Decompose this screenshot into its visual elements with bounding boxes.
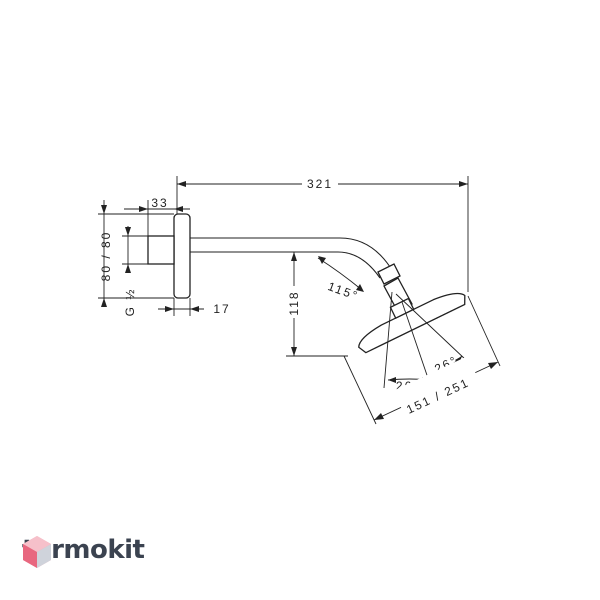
- brand-logo: termokit: [22, 535, 145, 568]
- arrow-head-left: [374, 413, 384, 420]
- wall-connector: [147, 235, 175, 265]
- dim-label-33: 33: [151, 196, 168, 210]
- arrow-head-right: [488, 362, 498, 369]
- gem-icon: [23, 536, 51, 568]
- arrow-118-top: [291, 252, 297, 261]
- arrow-26-right: [455, 356, 462, 364]
- arrow-33-right: [174, 206, 183, 212]
- arrow-80-bottom: [101, 298, 107, 307]
- arrow-321-left: [177, 181, 186, 187]
- arrow-thread-top: [125, 227, 131, 236]
- shower-head: [358, 292, 466, 354]
- label-bg-118: [286, 286, 302, 318]
- arrow-80-top: [101, 205, 107, 214]
- label-bg-321: [302, 176, 338, 192]
- arrow-115-start: [318, 256, 326, 264]
- shower-head-body: [358, 292, 466, 354]
- angle-line-center: [401, 301, 431, 385]
- label-bg-151-251: [393, 356, 477, 409]
- dim-label-80-80: 80 / 80: [99, 231, 113, 282]
- dim-label-17: 17: [213, 302, 230, 316]
- angle-line-26-left: [383, 291, 393, 389]
- arrow-33-left: [139, 206, 148, 212]
- ext-line-head-right: [467, 295, 501, 367]
- dim-label-321: 321: [307, 177, 333, 191]
- dim-label-115: 115°: [326, 279, 361, 303]
- arrow-17-left: [165, 306, 174, 312]
- wall-rosette: [173, 213, 191, 299]
- arrow-17-right: [190, 306, 199, 312]
- arrow-thread-bottom: [125, 264, 131, 273]
- head-neck: [389, 297, 415, 319]
- dim-label-118: 118: [287, 290, 301, 315]
- arrow-118-bottom: [291, 347, 297, 356]
- spray-face: [371, 306, 460, 351]
- arrow-115-end: [356, 284, 364, 292]
- ext-line-head-left: [343, 355, 377, 425]
- shower-arm-bottom: [190, 251, 381, 279]
- arm-collar: [377, 263, 401, 285]
- angle-line-26-right: [395, 293, 467, 361]
- dim-label-thread: G ½: [123, 288, 137, 317]
- arrow-26-left: [388, 377, 396, 383]
- arrow-321-right: [459, 181, 468, 187]
- shower-arm-top: [190, 237, 393, 271]
